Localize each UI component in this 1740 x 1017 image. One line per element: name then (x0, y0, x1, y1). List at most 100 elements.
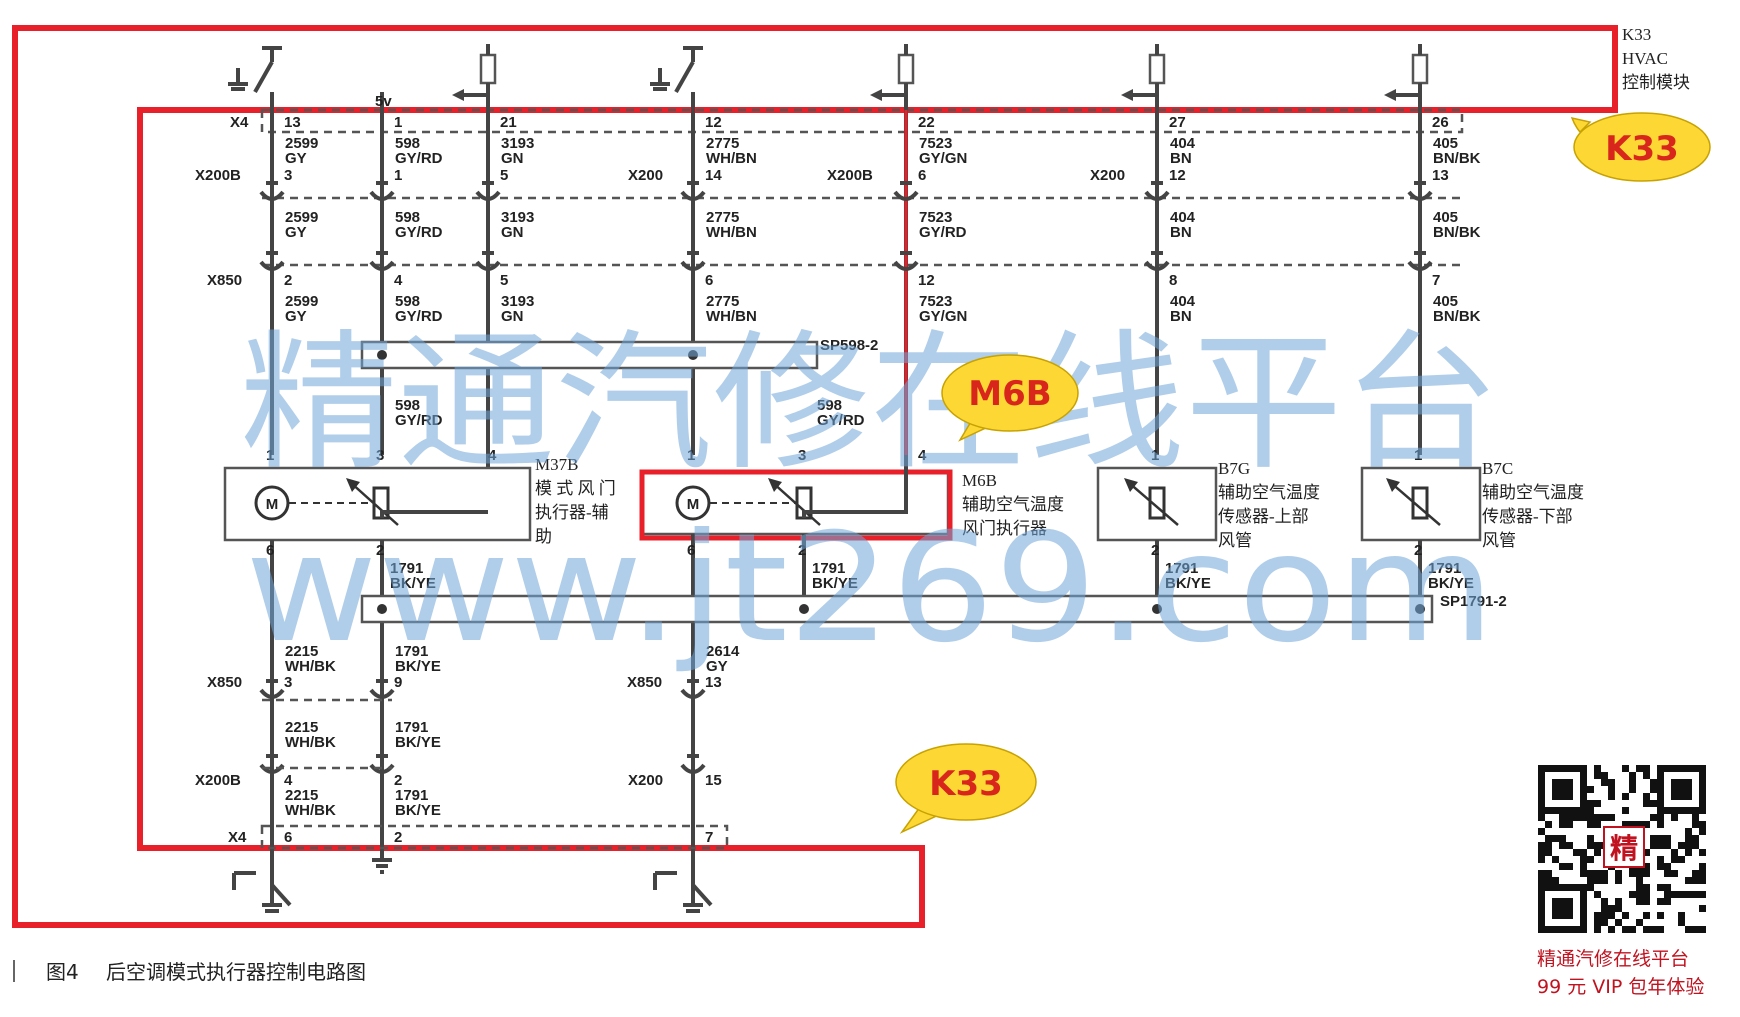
m6b-pin-0: 1 (687, 447, 695, 464)
wire-row3-color-2: GN (501, 308, 524, 325)
wire-lower1-num-2: 2614 (706, 643, 740, 660)
wire-lower3-num-0: 2215 (285, 787, 318, 804)
wire-row3-color-4: GY/GN (919, 308, 967, 325)
wire-lower2-num-1: 1791 (395, 719, 428, 736)
x850-lower-pin-2: 13 (705, 674, 722, 691)
b7g-label-1: 辅助空气温度 (1218, 483, 1320, 502)
wire-row2-color-4: GY/RD (919, 224, 967, 241)
m6b-motor-icon (675, 485, 711, 521)
brand-promo: 99 元 VIP 包年体验 (1537, 976, 1704, 998)
wire-1791-num-3: 1791 (1428, 560, 1461, 577)
wire-lower3-color-0: WH/BK (285, 802, 336, 819)
figure-number: 图4 (46, 960, 79, 984)
wire-row3-num-5: 404 (1170, 293, 1196, 310)
x4-bottom-pin-1: 2 (394, 829, 402, 846)
wire-row1-num-1: 598 (395, 135, 420, 152)
sp598-splice-bar (360, 340, 819, 370)
module-code: K33 (1622, 25, 1651, 44)
connector-sp598: SP598-2 (820, 337, 878, 354)
wire-row2-num-0: 2599 (285, 209, 318, 226)
wire-row1-num-0: 2599 (285, 135, 318, 152)
wire-row3-color-5: BN (1170, 308, 1192, 325)
x850-pin-2: 5 (500, 272, 508, 289)
b7c-pin-0: 1 (1414, 447, 1422, 464)
wire-row3-color-6: BN/BK (1433, 308, 1481, 325)
m6b-label-2: 风门执行器 (962, 519, 1047, 538)
wire-row1-color-2: GN (501, 150, 524, 167)
svg-text:M: M (687, 496, 700, 513)
module-name: HVAC (1622, 49, 1668, 68)
x200-pin-1: 1 (394, 167, 402, 184)
wire-598b-num: 598 (817, 397, 842, 414)
b7g-pin-1: 2 (1151, 542, 1159, 559)
wire-lower2-color-0: WH/BK (285, 734, 336, 751)
wire-row2-color-6: BN/BK (1433, 224, 1481, 241)
connector-x4-bottom: X4 (228, 829, 247, 846)
m6b-pin-4: 2 (798, 542, 806, 559)
wire-1791-color-0: BK/YE (390, 575, 436, 592)
svg-text:K33: K33 (1605, 129, 1679, 169)
top-pin-0: 13 (284, 114, 301, 131)
wire-lower2-color-1: BK/YE (395, 734, 441, 751)
svg-text:M6B: M6B (968, 374, 1051, 414)
m6b-highlight (639, 469, 953, 541)
connector-x200b-a: X200B (195, 167, 241, 184)
figure-title: 后空调模式执行器控制电路图 (106, 960, 366, 984)
top-pin-5: 27 (1169, 114, 1186, 131)
b7g-code: B7G (1218, 459, 1250, 478)
m6b-code: M6B (962, 471, 997, 490)
x200-lower-pin-1: 2 (394, 772, 402, 789)
callout-k33-top: K33 (1570, 112, 1711, 182)
x850-pin-5: 8 (1169, 272, 1177, 289)
x850-pin-3: 6 (705, 272, 713, 289)
wire-row3-num-0: 2599 (285, 293, 318, 310)
wire-row3-num-1: 598 (395, 293, 420, 310)
connector-cup (893, 190, 919, 201)
ground-switch-symbol-left (228, 46, 282, 93)
wire-row2-color-3: WH/BN (706, 224, 757, 241)
wire-row2-color-1: GY/RD (395, 224, 443, 241)
connector-x200-a: X200 (628, 167, 663, 184)
m37b-motor-icon (254, 485, 290, 521)
connector-x200-c: X200 (628, 772, 663, 789)
top-pin-4: 22 (918, 114, 935, 131)
wire-lower3-color-1: BK/YE (395, 802, 441, 819)
svg-text:M: M (266, 496, 279, 513)
top-pin-6: 26 (1432, 114, 1449, 131)
connector-cups (259, 181, 1433, 774)
wire-1791-color-1: BK/YE (812, 575, 858, 592)
x200-lower-pin-0: 4 (284, 772, 293, 789)
m6b-label-1: 辅助空气温度 (962, 495, 1064, 514)
wire-1791-num-0: 1791 (390, 560, 423, 577)
sp1791-splice-bar (360, 594, 1434, 624)
callout-m6b: M6B (941, 354, 1079, 442)
m6b-pin-2: 4 (918, 447, 927, 464)
connector-cup (259, 190, 285, 201)
wire-row1-num-3: 2775 (706, 135, 739, 152)
x4-bottom-boundary (260, 824, 729, 850)
x200-pin-3: 14 (705, 167, 722, 184)
wire-row2-num-6: 405 (1433, 209, 1458, 226)
brand-name: 精通汽修在线平台 (1537, 948, 1689, 970)
wire-row2-num-2: 3193 (501, 209, 534, 226)
x850-pin-6: 7 (1432, 272, 1440, 289)
m6b-pin-3: 6 (687, 542, 695, 559)
wire-lower1-color-2: GY (706, 658, 728, 675)
m37b-pin-2: 4 (488, 447, 497, 464)
b7g-label-2: 传感器-上部 (1218, 507, 1309, 526)
connector-cup (1407, 190, 1433, 201)
x850-lower-pin-0: 3 (284, 674, 292, 691)
wire-lower2-num-0: 2215 (285, 719, 318, 736)
wire-1791-num-2: 1791 (1165, 560, 1198, 577)
b7g-pin-0: 1 (1151, 447, 1159, 464)
x850-pin-4: 12 (918, 272, 935, 289)
ground-switch-symbol-center (650, 46, 703, 93)
wire-row3-color-3: WH/BN (706, 308, 757, 325)
wire-598b-color: GY/RD (817, 412, 865, 429)
wire-row2-num-1: 598 (395, 209, 420, 226)
connector-cup (475, 260, 501, 271)
wire-row1-num-5: 404 (1170, 135, 1196, 152)
b7g-label-3: 风管 (1218, 531, 1252, 550)
voltage-label: 5v (375, 93, 392, 110)
connector-sp1791: SP1791-2 (1440, 593, 1507, 610)
